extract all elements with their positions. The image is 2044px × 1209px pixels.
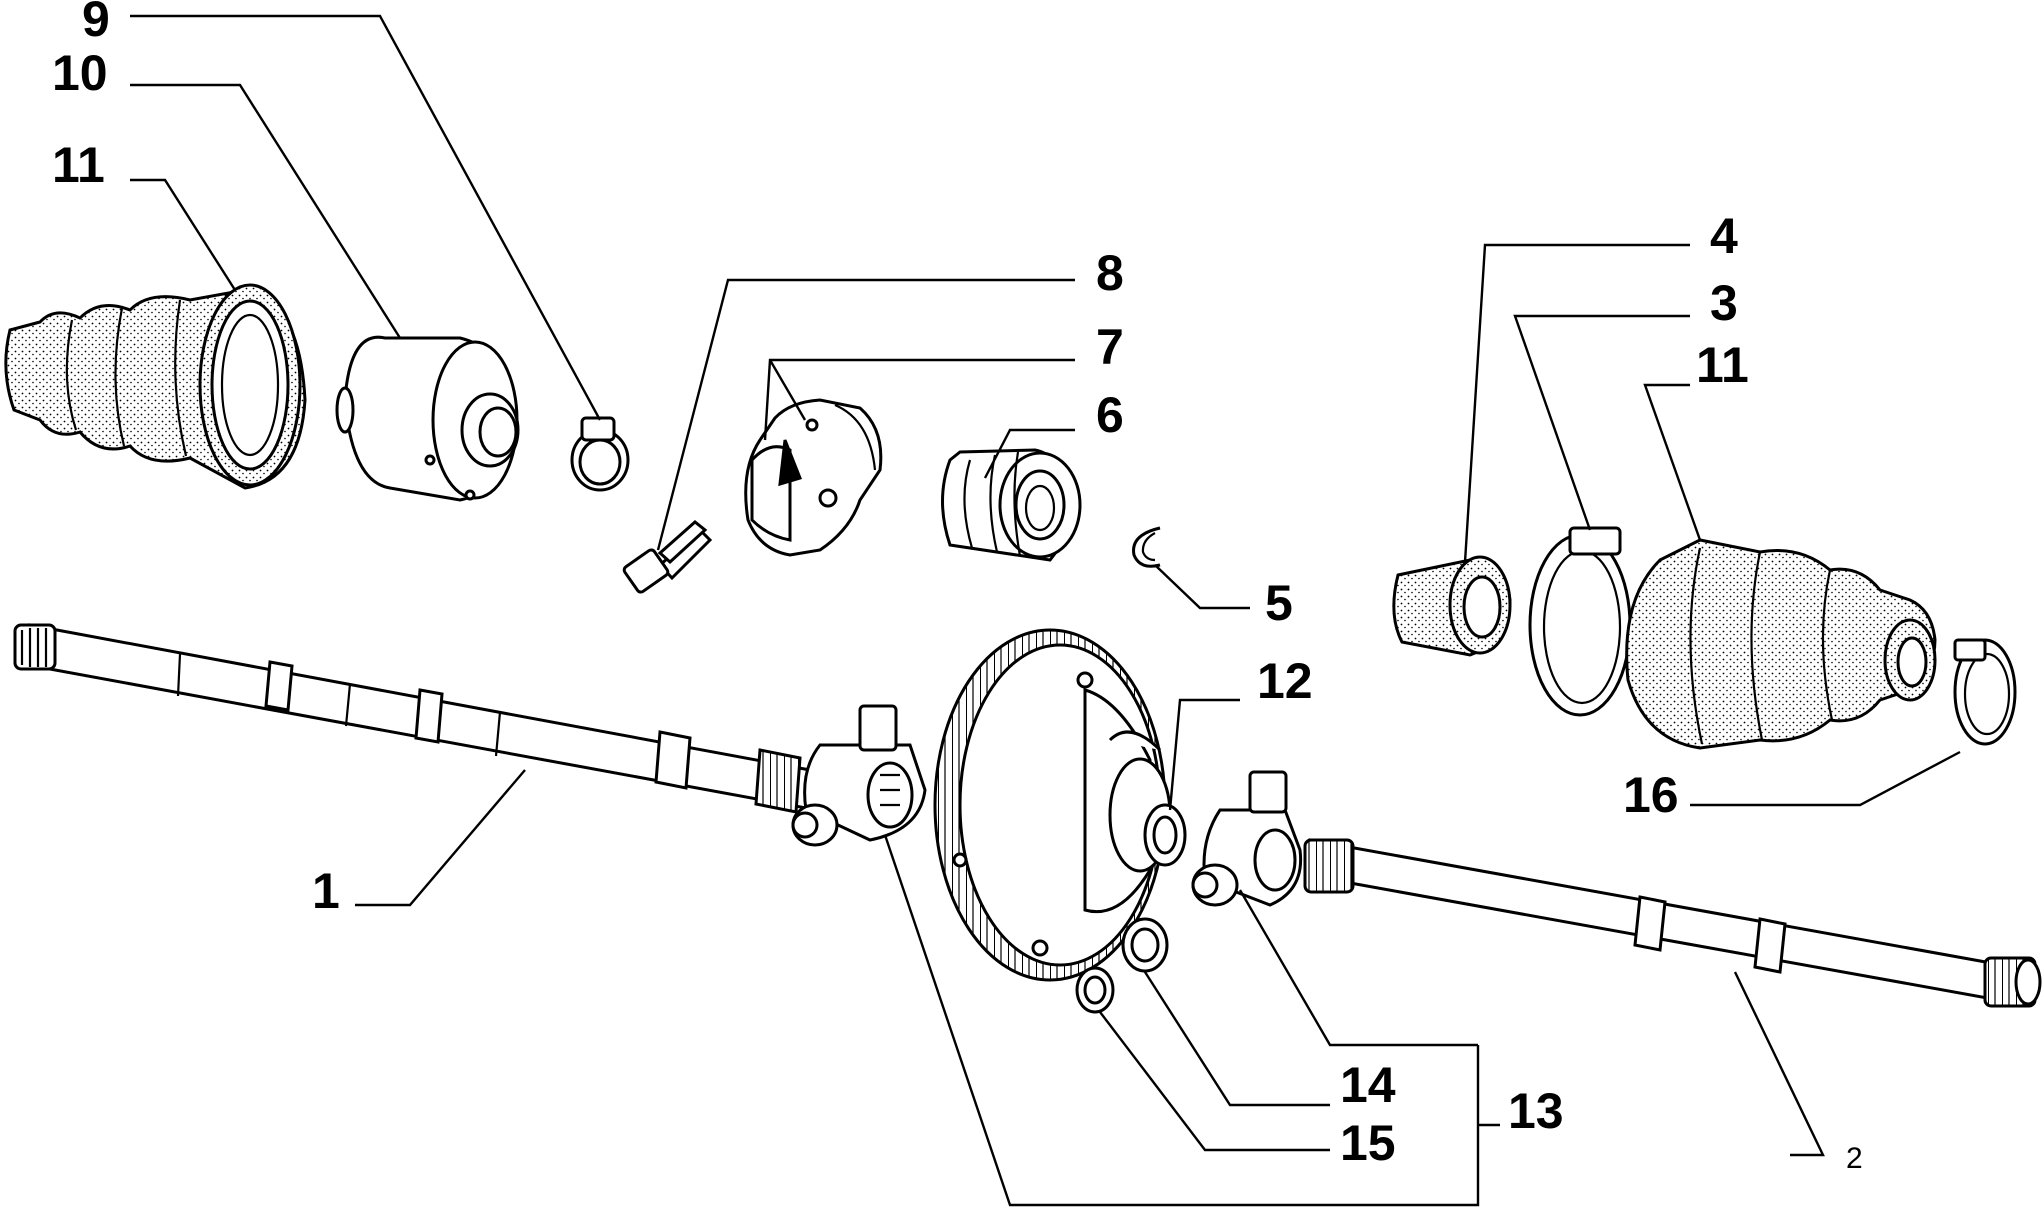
clamp-16 — [1953, 638, 2017, 746]
clamp-small — [570, 416, 630, 492]
bearing — [941, 448, 1082, 562]
ring-gear — [933, 628, 1172, 982]
callout-16: 16 — [1623, 767, 1679, 823]
callout-3: 3 — [1710, 275, 1738, 331]
callout-7: 7 — [1096, 319, 1124, 375]
callout-2: 2 — [1846, 1142, 1863, 1175]
callout-4: 4 — [1710, 208, 1738, 264]
washers — [1075, 917, 1169, 1014]
callout-11-left: 11 — [52, 137, 105, 193]
side-gear-left — [791, 704, 927, 847]
callout-1: 1 — [312, 863, 340, 919]
callout-10: 10 — [52, 45, 108, 101]
callout-13: 13 — [1508, 1083, 1564, 1139]
shaft-right — [1303, 838, 2042, 1008]
side-gear-right — [1191, 770, 1303, 907]
bolt — [622, 520, 713, 594]
clamp-band — [1528, 526, 1632, 717]
callout-labels: 9 10 11 8 7 6 5 4 3 11 12 16 1 13 14 15 … — [52, 0, 1863, 1175]
bracket — [744, 398, 883, 557]
ring-12 — [1143, 803, 1187, 867]
boot-left — [4, 283, 307, 490]
callout-11-right: 11 — [1696, 337, 1749, 393]
leader-lines — [130, 14, 1961, 1207]
callout-15: 15 — [1340, 1115, 1396, 1171]
callout-9: 9 — [82, 0, 110, 47]
callout-6: 6 — [1096, 387, 1124, 443]
callout-8: 8 — [1096, 245, 1124, 301]
boot-small — [1392, 555, 1512, 657]
snap-ring — [1132, 526, 1161, 568]
shaft-left — [13, 623, 812, 814]
callout-12: 12 — [1257, 653, 1313, 709]
boot-right — [1625, 538, 1937, 750]
housing — [335, 335, 520, 502]
callout-5: 5 — [1265, 575, 1293, 631]
callout-14: 14 — [1340, 1057, 1396, 1113]
